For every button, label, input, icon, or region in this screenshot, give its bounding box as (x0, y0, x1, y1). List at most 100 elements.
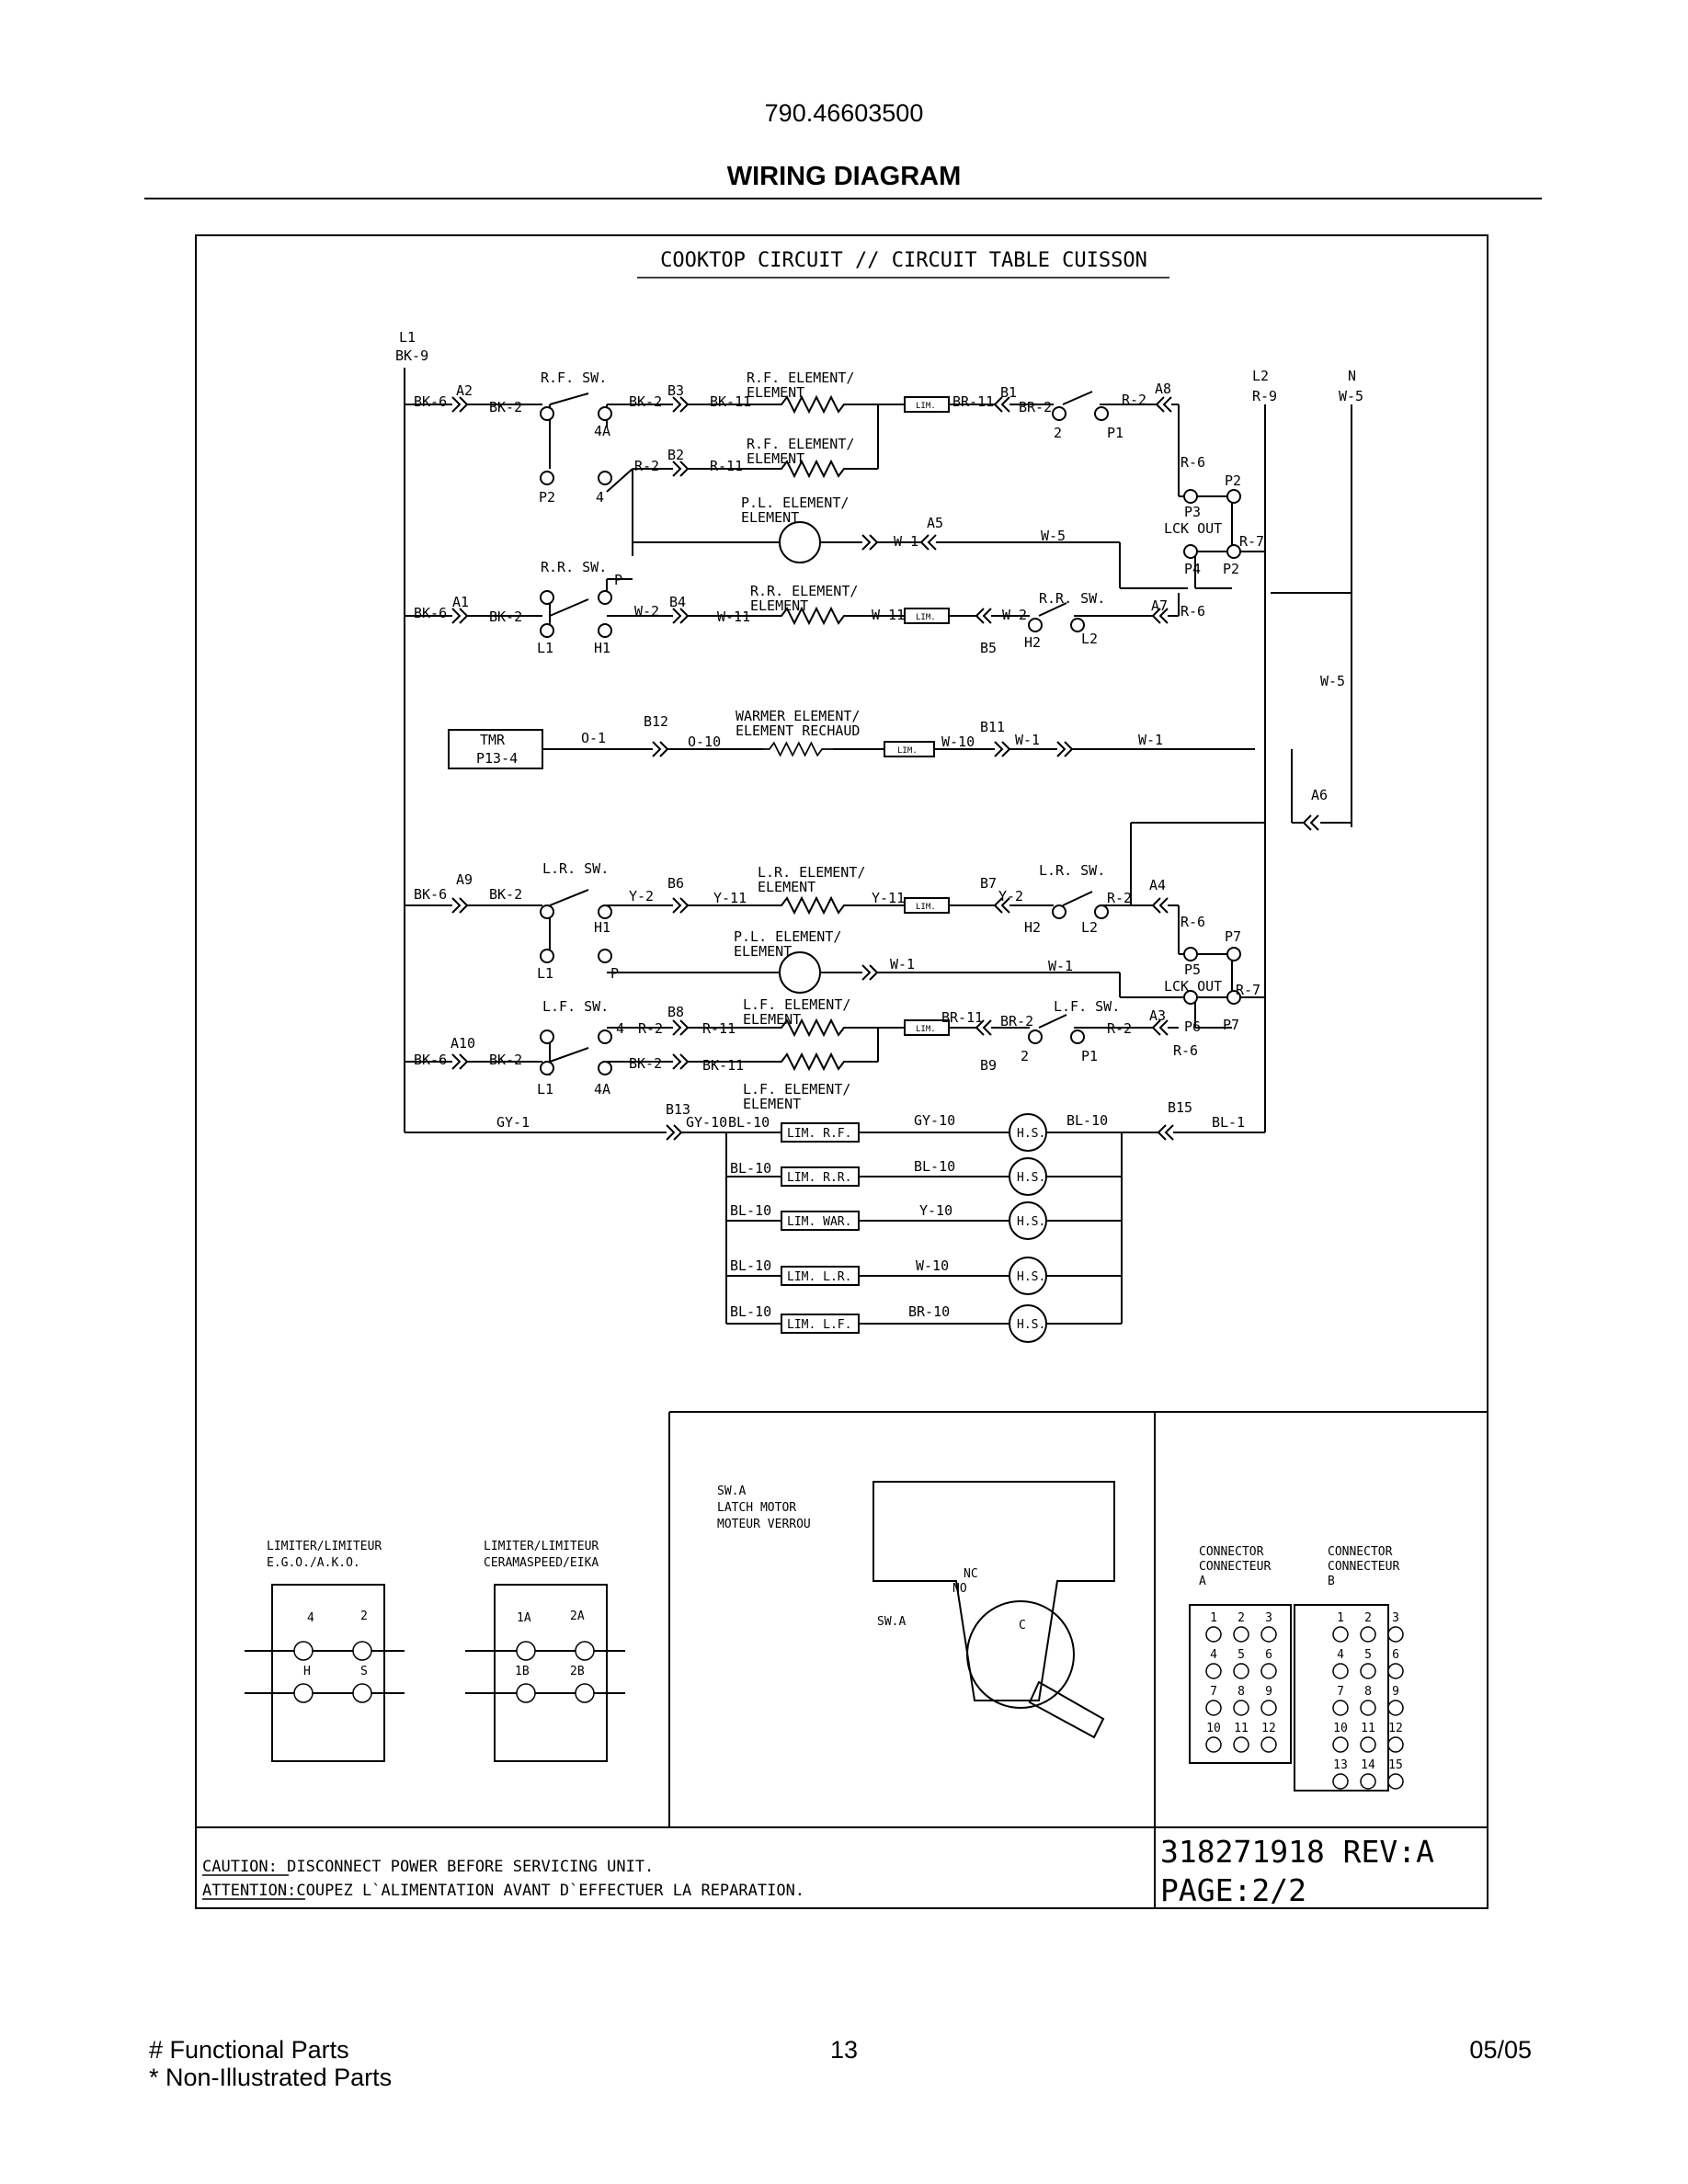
svg-text:SW.A: SW.A (877, 1615, 906, 1629)
connector-pin-label: 11 (1234, 1722, 1249, 1735)
label-l1-sw: L1 (537, 640, 553, 656)
footer-date: 05/05 (1469, 2036, 1532, 2064)
connector-pin (1233, 1736, 1249, 1753)
label-bl1: BL-1 (1212, 1114, 1245, 1131)
label-rrsw-b: R.R. SW. (1039, 590, 1105, 607)
wire-labels: L1 BK-9 L2 R-9 N W-5 A2 BK-6 BK-2 R.F. S… (395, 329, 1363, 1320)
label-hs-4: H.S. (1017, 1270, 1045, 1284)
label-4a: 4A (594, 423, 610, 439)
connector-pin-label: 4 (1210, 1648, 1217, 1662)
circuit-wires (404, 368, 1352, 1324)
svg-text:1B: 1B (515, 1665, 530, 1678)
label-br2: BR-2 (1019, 399, 1052, 415)
label-l1: L1 (399, 329, 416, 346)
label-bk11-b: BK-11 (702, 1057, 744, 1074)
svg-text:LATCH MOTOR: LATCH MOTOR (717, 1501, 796, 1515)
label-a7: A7 (1151, 597, 1168, 614)
label-bl10-a: BL-10 (728, 1114, 770, 1131)
label-b13: B13 (666, 1101, 690, 1118)
label-w2-b: W-2 (1002, 607, 1027, 623)
svg-text:CONNECTOR: CONNECTOR (1199, 1545, 1264, 1559)
label-p1: P1 (1107, 425, 1123, 441)
label-bk11: BK-11 (710, 393, 751, 410)
label-w10: W-10 (941, 734, 975, 750)
label-a3: A3 (1149, 1007, 1166, 1024)
svg-text:4: 4 (307, 1611, 314, 1625)
label-2-b: 2 (1021, 1048, 1029, 1064)
label-bk6-2: BK-6 (414, 605, 447, 621)
label-bk2-4: BK-2 (489, 1052, 522, 1068)
label-h1: H1 (594, 640, 610, 656)
hs-rows (726, 1113, 1122, 1343)
label-p7-b: P7 (1223, 1017, 1239, 1033)
label-bl10-f: BL-10 (730, 1257, 771, 1274)
connector-pin-label: 7 (1210, 1685, 1217, 1699)
label-r6-b: R-6 (1180, 603, 1205, 620)
svg-text:CONNECTOR: CONNECTOR (1328, 1545, 1393, 1559)
label-warm2: ELEMENT RECHAUD (736, 722, 860, 739)
label-bl10-e: BL-10 (730, 1202, 771, 1219)
svg-text:LIMITER/LIMITEUR: LIMITER/LIMITEUR (484, 1540, 599, 1553)
connector-pin (1360, 1663, 1376, 1679)
svg-text:LIM.: LIM. (916, 1025, 936, 1034)
label-rr-el1: R.R. ELEMENT/ (750, 583, 858, 599)
label-p2: P2 (1225, 472, 1241, 489)
label-lrsw: L.R. SW. (542, 860, 609, 877)
label-r11-b: R-11 (702, 1020, 736, 1037)
connector-pin-label: 1 (1337, 1611, 1344, 1625)
label-r11: R-11 (710, 458, 743, 474)
connector-pin-label: 4 (1337, 1648, 1344, 1662)
connector-pin (1332, 1736, 1349, 1753)
label-a6: A6 (1311, 787, 1328, 803)
footer-page-number: 13 (829, 2036, 859, 2064)
label-y2-b: Y-2 (998, 888, 1023, 904)
connector-pin (1332, 1626, 1349, 1643)
label-rf-el2b: ELEMENT (747, 450, 804, 467)
label-a2: A2 (456, 382, 473, 399)
connector-pin-label: 3 (1265, 1611, 1272, 1625)
caution-block: CAUTION: DISCONNECT POWER BEFORE SERVICI… (202, 1834, 1434, 1908)
label-b1: B1 (1000, 384, 1017, 401)
svg-text:2A: 2A (570, 1610, 585, 1623)
diagram-title: COOKTOP CIRCUIT // CIRCUIT TABLE CUISSON (660, 249, 1147, 272)
label-b7: B7 (980, 875, 997, 892)
label-w1-e: W-1 (890, 956, 915, 973)
label-bk6-3: BK-6 (414, 886, 447, 903)
label-gy10: GY-10 (686, 1114, 727, 1131)
label-a5: A5 (927, 515, 943, 531)
connector-pin (1387, 1626, 1404, 1643)
label-lf2-el1: L.F. ELEMENT/ (743, 1081, 850, 1098)
label-w5-right: W-5 (1320, 673, 1345, 689)
connector-pin-label: 5 (1237, 1648, 1245, 1662)
limit-boxes (448, 396, 950, 1036)
label-br11-b: BR-11 (941, 1009, 983, 1026)
svg-text:LIM.: LIM. (897, 746, 918, 756)
label-w1-c: W-1 (1015, 732, 1040, 748)
label-n: N (1348, 368, 1356, 384)
label-r9: R-9 (1252, 388, 1277, 404)
label-a10: A10 (451, 1035, 475, 1052)
svg-text:MOTEUR VERROU: MOTEUR VERROU (717, 1518, 811, 1531)
label-w11-a: W-11 (717, 609, 750, 625)
label-bk6-1: BK-6 (414, 393, 447, 410)
label-p5: P5 (1184, 961, 1201, 978)
label-lim-rr: LIM. R.R. (787, 1171, 851, 1185)
label-l2-b: L2 (1081, 919, 1098, 936)
label-p6: P6 (1184, 1018, 1201, 1035)
label-lfsw: L.F. SW. (542, 998, 609, 1015)
label-lf2-el2: ELEMENT (743, 1096, 801, 1112)
label-r2-e: R-2 (1107, 1020, 1132, 1037)
label-b8: B8 (667, 1004, 684, 1020)
label-pl2-el2: ELEMENT (734, 943, 792, 960)
label-lr-el2: ELEMENT (758, 879, 815, 895)
connector-pin (1233, 1700, 1249, 1716)
label-p2-sw: P2 (539, 489, 555, 506)
label-r7: R-7 (1239, 533, 1264, 550)
connector-pin-label: 6 (1265, 1648, 1272, 1662)
connector-pin (1360, 1773, 1376, 1790)
footer-non-illustrated: * Non-Illustrated Parts (149, 2064, 393, 2091)
label-rrsw: R.R. SW. (541, 559, 607, 575)
label-lim-lf: LIM. L.F. (787, 1318, 851, 1332)
